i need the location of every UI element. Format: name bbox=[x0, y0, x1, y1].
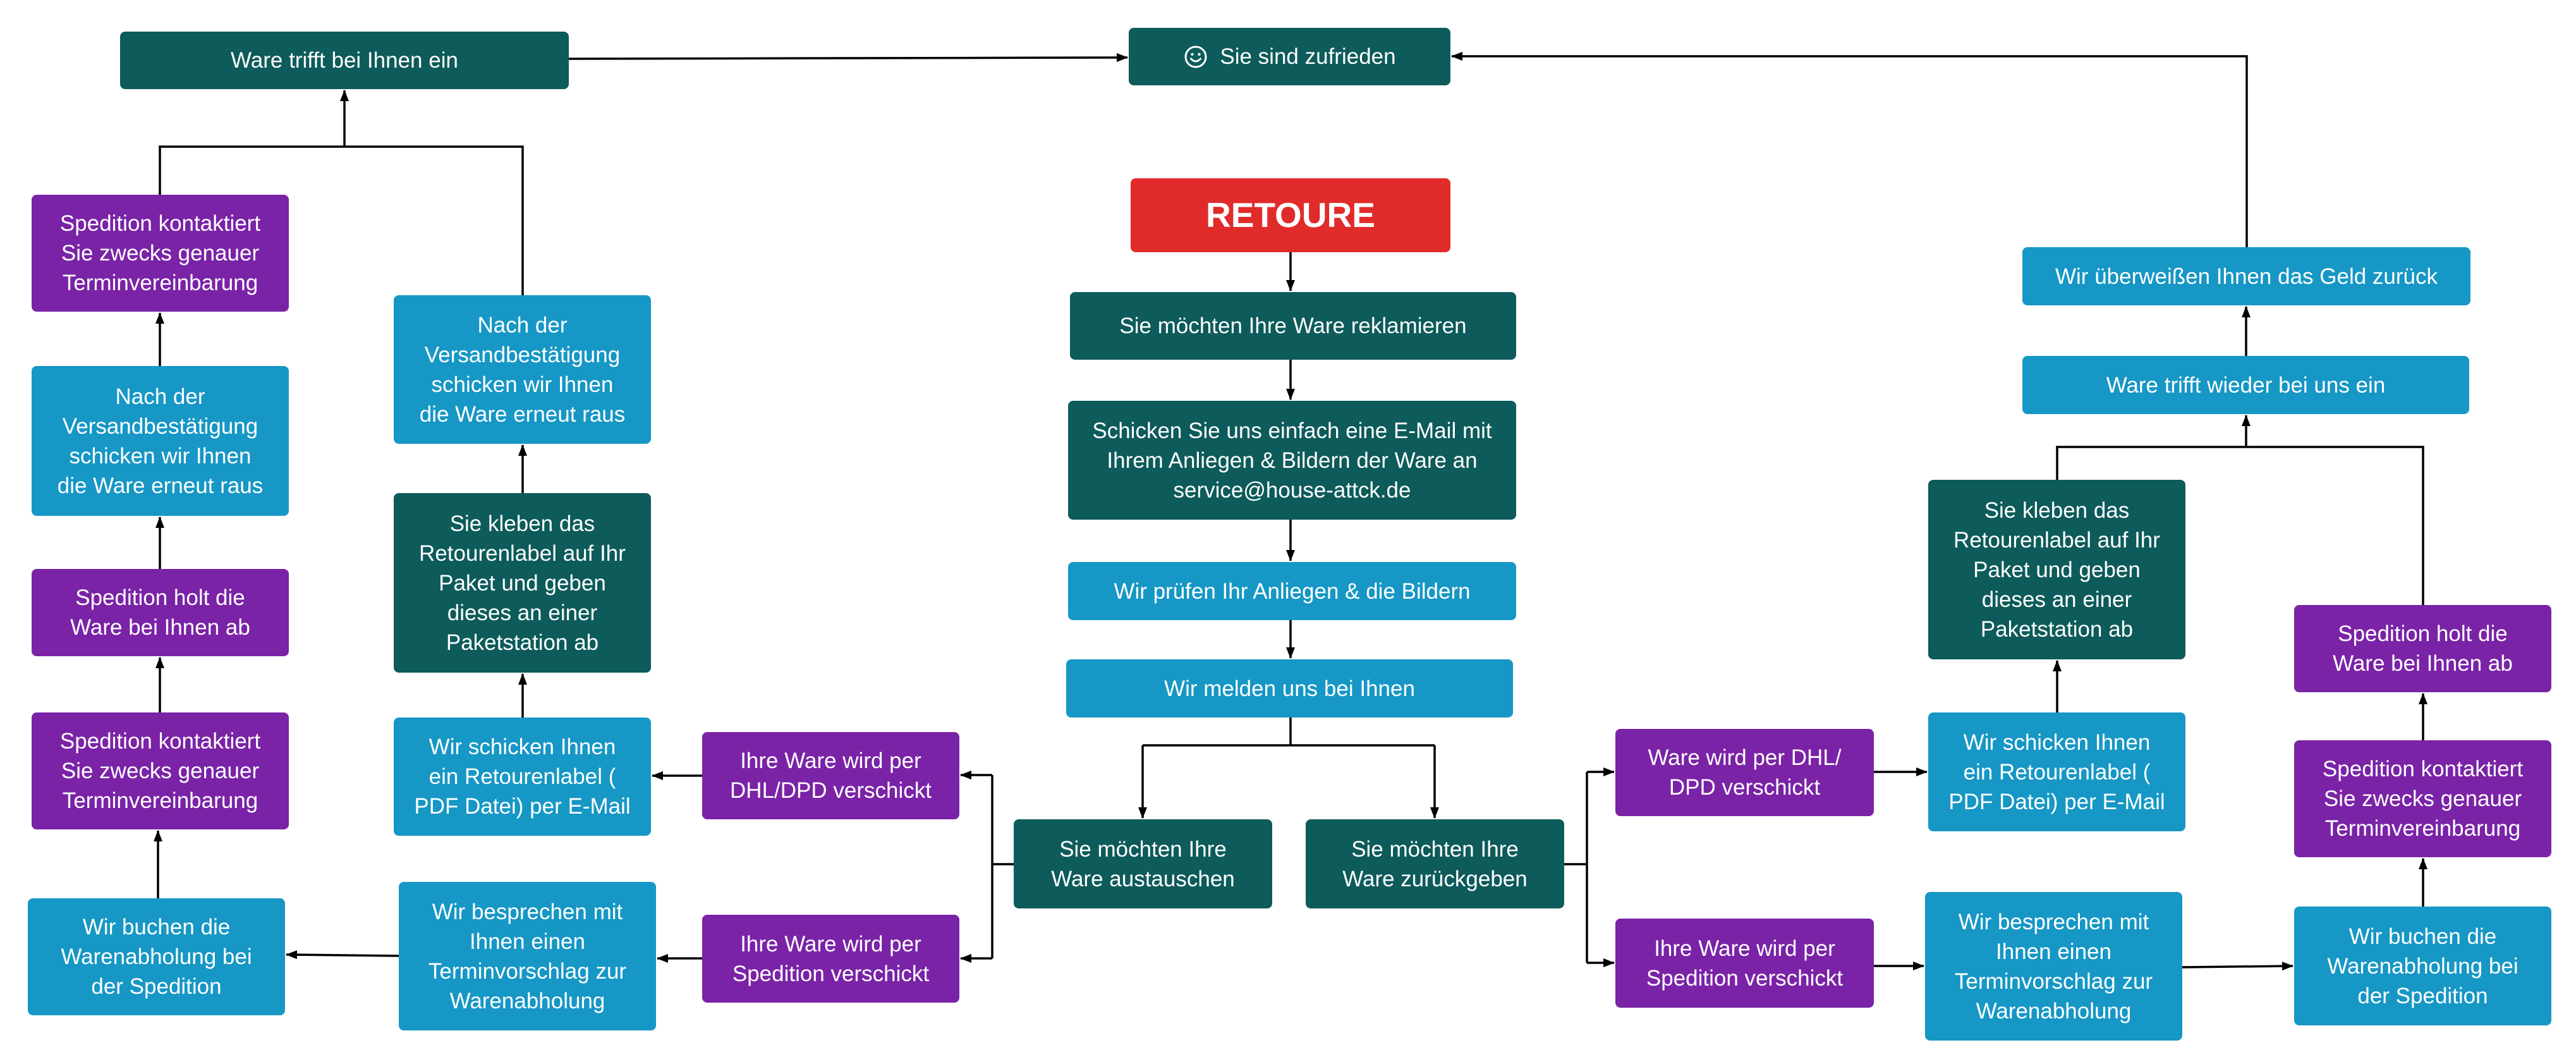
smiley-icon bbox=[1184, 46, 1207, 68]
complaint-box: Sie möchten Ihre Ware reklamieren bbox=[1070, 292, 1516, 360]
connector-exchange-schedule-to-booking bbox=[286, 950, 399, 960]
return-booking-box: Wir buchen die Warenabholung bei der Spe… bbox=[2294, 907, 2551, 1025]
connector-refund-to-satisfied bbox=[1451, 52, 2248, 247]
connector-return-schedule-to-booking bbox=[2182, 962, 2293, 971]
return-schedule-box: Wir besprechen mit Ihnen einen Terminvor… bbox=[1925, 892, 2182, 1041]
satisfied-label: Sie sind zufrieden bbox=[1220, 44, 1396, 69]
exchange-schedule-box: Wir besprechen mit Ihnen einen Terminvor… bbox=[399, 882, 656, 1030]
email-instruction-box: Schicken Sie uns einfach eine E-Mail mit… bbox=[1068, 401, 1516, 520]
retoure-title: RETOURE bbox=[1131, 178, 1450, 252]
return-pickup-box: Spedition holt die Ware bei Ihnen ab bbox=[2294, 605, 2551, 692]
connector-arrival-to-satisfied bbox=[568, 53, 1128, 63]
exchange-drop-off-box: Sie kleben das Retourenlabel auf Ihr Pak… bbox=[394, 493, 651, 673]
return-box: Sie möchten Ihre Ware zurückgeben bbox=[1306, 819, 1564, 908]
connector-exchange-join bbox=[159, 145, 524, 295]
review-box: Wir prüfen Ihr Anliegen & die Bildern bbox=[1068, 562, 1516, 620]
return-carrier-contact-box: Spedition kontaktiert Sie zwecks genauer… bbox=[2294, 740, 2551, 857]
return-label-email-box: Wir schicken Ihnen ein Retourenlabel ( P… bbox=[1928, 712, 2185, 831]
exchange-delivery-contact-box: Spedition kontaktiert Sie zwecks genauer… bbox=[32, 195, 289, 312]
connector-return-fork bbox=[1564, 772, 1588, 963]
exchange-resend-freight-box: Nach der Versandbestätigung schicken wir… bbox=[32, 366, 289, 516]
return-parcel-shipping-box: Ware wird per DHL/ DPD verschickt bbox=[1615, 729, 1874, 816]
return-refund-box: Wir überweißen Ihnen das Geld zurück bbox=[2022, 247, 2470, 305]
exchange-carrier-contact-box: Spedition kontaktiert Sie zwecks genauer… bbox=[32, 712, 289, 829]
exchange-parcel-shipping-box: Ihre Ware wird per DHL/DPD verschickt bbox=[702, 732, 959, 819]
exchange-freight-shipping-box: Ihre Ware wird per Spedition verschickt bbox=[702, 915, 959, 1003]
connector-return-join bbox=[2056, 446, 2424, 605]
exchange-booking-box: Wir buchen die Warenabholung bei der Spe… bbox=[28, 898, 285, 1015]
return-drop-off-box: Sie kleben das Retourenlabel auf Ihr Pak… bbox=[1928, 480, 2185, 659]
exchange-label-email-box: Wir schicken Ihnen ein Retourenlabel ( P… bbox=[394, 718, 651, 836]
exchange-pickup-box: Spedition holt die Ware bei Ihnen ab bbox=[32, 569, 289, 656]
connector-exchange-fork bbox=[991, 775, 1014, 958]
return-freight-shipping-box: Ihre Ware wird per Spedition verschickt bbox=[1615, 919, 1874, 1008]
connector-contact-split bbox=[1143, 718, 1435, 747]
exchange-box: Sie möchten Ihre Ware austauschen bbox=[1014, 819, 1272, 908]
return-arrived-back-box: Ware trifft wieder bei uns ein bbox=[2022, 356, 2469, 414]
arrival-box: Ware trifft bei Ihnen ein bbox=[120, 32, 569, 89]
contact-box: Wir melden uns bei Ihnen bbox=[1066, 659, 1513, 718]
exchange-resend-parcel-box: Nach der Versandbestätigung schicken wir… bbox=[394, 295, 651, 444]
satisfied-box: Sie sind zufrieden bbox=[1129, 28, 1450, 85]
